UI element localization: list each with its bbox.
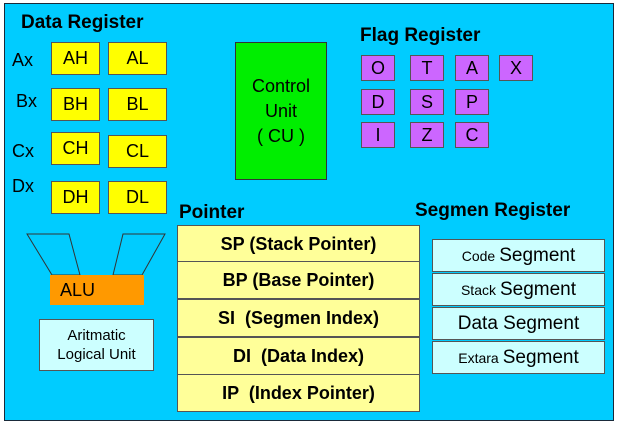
control-unit-line1: Control [251,75,311,96]
segment-stack-word: Segment [499,278,577,300]
flag-s: S [410,89,444,115]
register-label-dx: Dx [12,176,34,196]
flag-x: X [499,55,533,81]
flag-a: A [455,55,489,81]
segment-code: Code Segment [432,239,605,272]
flag-register-title: Flag Register [360,25,481,46]
segment-code-prefix: Code [461,247,496,264]
segment-code-word: Segment [499,244,576,266]
pointer-di: DI (Data Index) [177,337,420,375]
register-dl: DL [108,181,167,214]
register-ch: CH [51,132,100,165]
register-bh: BH [51,88,100,121]
flag-i: I [361,122,395,148]
alu-description-line2: Logical Unit [57,346,136,363]
flag-t: T [410,55,444,81]
diagram-canvas: Data Register Ax AH AL Bx BH BL Cx CH CL… [4,3,614,421]
pointer-title: Pointer [179,202,245,223]
flag-o: O [361,55,395,81]
flag-d: D [361,89,395,115]
pointer-ip: IP (Index Pointer) [177,374,420,412]
register-ah: AH [51,42,100,75]
control-unit-box: Control Unit ( CU ) [235,42,327,180]
register-bl: BL [108,88,167,121]
alu-funnel-shape [26,233,166,276]
segment-stack-prefix: Stack [460,281,496,298]
register-label-cx: Cx [12,141,34,161]
pointer-sp: SP (Stack Pointer) [177,225,420,263]
alu-box: ALU [50,275,144,305]
pointer-bp: BP (Base Pointer) [177,261,420,299]
segment-data-word: Data Segment [457,312,580,334]
register-label-ax: Ax [12,50,34,70]
register-label-bx: Bx [16,91,38,111]
alu-description-box: Aritmatic Logical Unit [39,319,154,371]
flag-z: Z [410,122,444,148]
segment-extra-prefix: Extara [458,349,499,366]
pointer-si: SI (Segmen Index) [177,299,420,337]
data-register-title: Data Register [21,12,144,33]
segment-data: Data Segment [432,307,605,340]
register-cl: CL [108,135,167,168]
alu-description-line1: Aritmatic [67,327,126,344]
register-al: AL [108,42,167,75]
segment-stack: Stack Segment [432,273,605,306]
segmen-register-title: Segmen Register [415,200,571,221]
segment-extra: Extara Segment [432,341,605,374]
control-unit-line2: Unit [264,100,297,121]
control-unit-line3: ( CU ) [257,125,305,146]
segment-extra-word: Segment [502,346,579,368]
flag-c: C [455,122,489,148]
register-dh: DH [51,181,100,214]
flag-p: P [455,89,489,115]
